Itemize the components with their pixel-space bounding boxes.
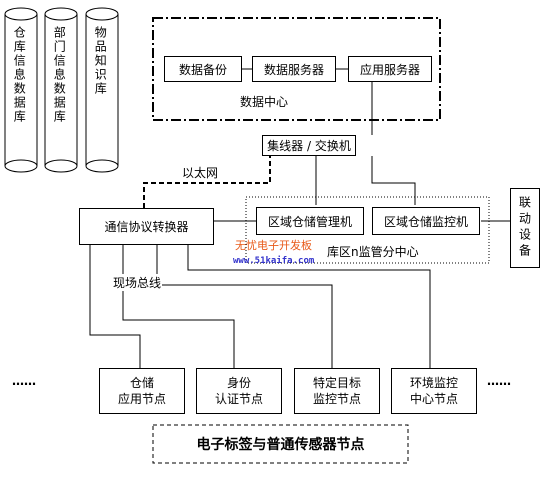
- ellipsis-left: ……: [12, 374, 36, 388]
- db-label-knowledge: 物品知识库: [93, 26, 108, 96]
- node-storage-app: 仓储 应用节点: [99, 368, 185, 414]
- bottom-sensor-label: 电子标签与普通传感器节点: [196, 437, 365, 453]
- protocol-converter-box: 通信协议转换器: [79, 208, 214, 245]
- data-server-box: 数据服务器: [252, 56, 336, 82]
- node-env-monitor-line1: 环境监控: [409, 376, 458, 390]
- storage-monitor-box: 区域仓储监控机: [372, 207, 480, 235]
- sub-center-boundary: [245, 196, 490, 264]
- cylinder-db2: [44, 7, 78, 173]
- ethernet-link: [143, 145, 271, 210]
- app-server-box: 应用服务器: [348, 56, 432, 82]
- cylinder-db1: [4, 7, 38, 173]
- hub-switch-box: 集线器 / 交换机: [262, 135, 356, 156]
- node-target-monitor-line1: 特定目标: [312, 376, 361, 390]
- bottom-label-box: [152, 424, 409, 464]
- node-identity-line1: 身份: [226, 376, 251, 390]
- db-label-department: 部门信息数据库: [52, 26, 67, 124]
- ellipsis-right: ……: [487, 374, 511, 388]
- node-env-monitor-line2: 中心节点: [409, 392, 458, 406]
- node-storage-app-line2: 应用节点: [117, 392, 166, 406]
- node-target-monitor: 特定目标 监控节点: [294, 368, 380, 414]
- storage-mgmt-box: 区域仓储管理机: [256, 207, 364, 235]
- cylinder-db3: [85, 7, 119, 173]
- sub-center-label: 库区n监管分中心: [327, 245, 419, 259]
- watermark-url: www.51kaifa.com: [233, 256, 315, 266]
- data-center-boundary: [152, 17, 441, 121]
- node-target-monitor-line2: 监控节点: [312, 392, 361, 406]
- ethernet-label: 以太网: [182, 166, 219, 180]
- node-storage-app-line1: 仓储: [129, 376, 154, 390]
- watermark-cn: 无忧电子开发板: [235, 239, 312, 252]
- fieldbus-label: 现场总线: [112, 274, 163, 291]
- db-label-warehouse: 仓库信息数据库: [12, 26, 27, 124]
- data-center-label: 数据中心: [240, 95, 289, 109]
- node-identity: 身份 认证节点: [196, 368, 282, 414]
- backup-box: 数据备份: [164, 56, 242, 82]
- node-identity-line2: 认证节点: [214, 392, 263, 406]
- linkage-device-box: 联动设备: [510, 188, 540, 268]
- node-env-monitor: 环境监控 中心节点: [391, 368, 477, 414]
